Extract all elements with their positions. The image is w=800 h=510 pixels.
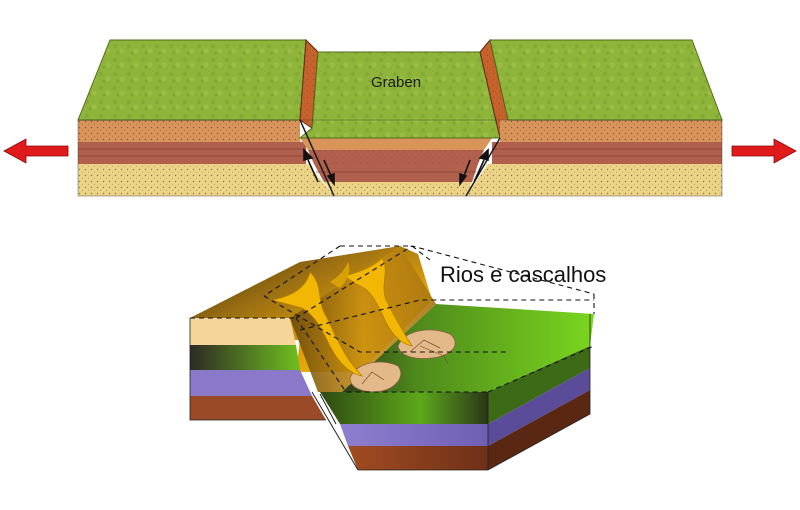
left-extension-arrow [3,138,69,164]
fault-scarp [290,246,436,392]
original-surface-dashed [190,245,595,393]
rivers-label: Rios e cascalhos [440,262,606,287]
right-block-surface [489,39,723,121]
graben-surface [298,51,501,139]
graben-center-layers [300,138,492,196]
graben-block [77,38,723,197]
rivers [271,257,413,377]
left-block-layers [78,120,334,196]
right-extension-arrow [731,138,797,164]
fault-slip-arrows [303,148,489,187]
right-block-layers [466,120,722,196]
downthrown-top [342,304,594,392]
normal-fault-block [189,245,595,471]
alluvial-fans [349,329,456,393]
left-block-surface [77,39,307,121]
graben-label: Graben [371,74,421,91]
